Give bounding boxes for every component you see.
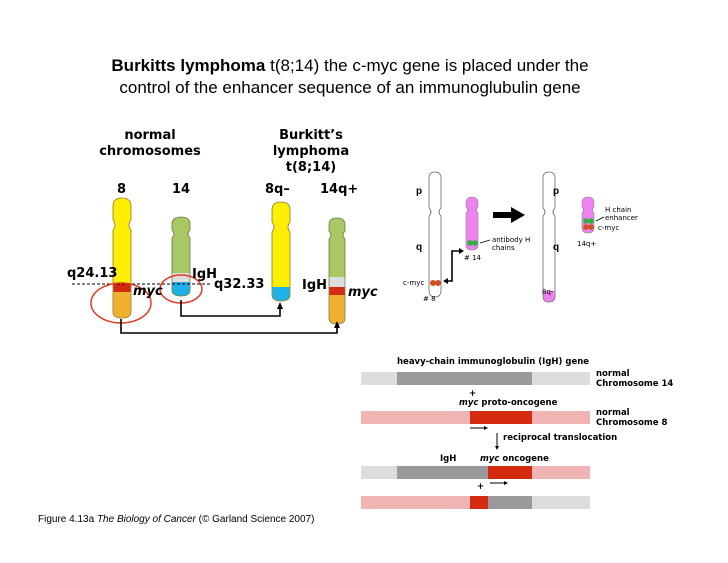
bar-normal-8 [361, 411, 590, 424]
label-c-myc-14q: c-myc [598, 224, 620, 232]
bar-translocated-8 [361, 496, 590, 509]
title-line2: control of the enhancer sequence of an i… [119, 78, 581, 97]
caption-prefix: Figure 4.13a [38, 514, 97, 525]
caption-suffix: (© Garland Science 2007) [195, 514, 315, 525]
burkitt-heading-line1: Burkitt’s [279, 128, 343, 143]
band-q24-13: q24.13 [67, 266, 118, 281]
normal-heading: normal chromosomes [90, 128, 210, 160]
label-chrom-14: 14 [172, 182, 191, 197]
myc-proto-italic: myc [459, 398, 479, 408]
label-chr8: # 8 [423, 295, 436, 303]
chromosome-8 [112, 197, 132, 319]
myc-onc-italic: myc [480, 454, 500, 464]
burkitt-heading: Burkitt’s lymphoma t(8;14) [251, 128, 371, 176]
antibody-line2: chains [492, 244, 515, 252]
normal8-line1: normal [596, 408, 630, 418]
chromosome-14q-plus [328, 217, 346, 325]
label-14q: 14q+ [577, 240, 597, 248]
enhancer-line1: H chain [605, 206, 632, 214]
label-c-myc: c-myc [403, 279, 425, 287]
right-chromosome-8q-minus [542, 171, 556, 303]
antibody-line1: antibody H [492, 236, 531, 244]
plus-sign-2: + [477, 482, 485, 492]
swap-arrow [447, 250, 459, 282]
slide-title: Burkitts lymphoma t(8;14) the c-myc gene… [0, 55, 700, 77]
right-chromosome-8 [428, 171, 442, 298]
normal-heading-line2: chromosomes [99, 144, 201, 159]
bar-translocated-14 [361, 466, 590, 479]
label-reciprocal: reciprocal translocation [503, 433, 618, 443]
label-chrom-8: 8 [117, 182, 127, 197]
burkitt-heading-line2: lymphoma [272, 144, 350, 159]
plus-sign-1: + [469, 389, 477, 399]
right-arrow-icon [493, 207, 525, 223]
label-igh-bottom: IgH [440, 454, 457, 464]
bar-normal-14 [361, 372, 590, 385]
myc-onc-rest: oncogene [499, 454, 549, 464]
right-chromosome-14q-plus [581, 196, 595, 234]
chromosome-14 [171, 216, 191, 297]
igh-label-14q: IgH [302, 278, 328, 293]
translocation-arrow-2 [180, 300, 281, 317]
label-chrom-8q: 8q– [265, 182, 290, 197]
right-chromosome-14 [465, 196, 479, 251]
label-q-8q: q [553, 242, 560, 253]
figure-caption: Figure 4.13a The Biology of Cancer (© Ga… [38, 514, 314, 525]
burkitt-heading-line3: t(8;14) [285, 160, 337, 175]
myc-proto-rest: proto-oncogene [478, 398, 558, 408]
caption-book: The Biology of Cancer [96, 514, 196, 525]
normal8-line2: Chromosome 8 [596, 418, 668, 428]
normal-heading-line1: normal [124, 128, 176, 143]
label-p-8: p [416, 186, 423, 197]
label-chr14: # 14 [464, 254, 481, 262]
enhancer-line2: enhancer [605, 214, 638, 222]
translocation-arrow-1 [120, 319, 338, 334]
title-bold: Burkitts lymphoma [111, 56, 266, 75]
myc-label-8: myc [133, 284, 163, 299]
title-line1: t(8;14) the c-myc gene is placed under t… [265, 56, 589, 75]
label-igh-gene: heavy-chain immunoglobulin (IgH) gene [397, 357, 590, 367]
label-q-8: q [416, 242, 423, 253]
myc-label-14q: myc [348, 285, 378, 300]
normal14-line1: normal [596, 369, 630, 379]
label-8q: 8q- [542, 288, 554, 296]
band-q32-33: q32.33 [214, 277, 265, 292]
label-p-8q: p [553, 186, 560, 197]
label-chrom-14q: 14q+ [320, 182, 359, 197]
normal14-line2: Chromosome 14 [596, 379, 674, 389]
chromosome-8q-minus [271, 201, 291, 302]
igh-label-14: IgH [192, 267, 218, 282]
